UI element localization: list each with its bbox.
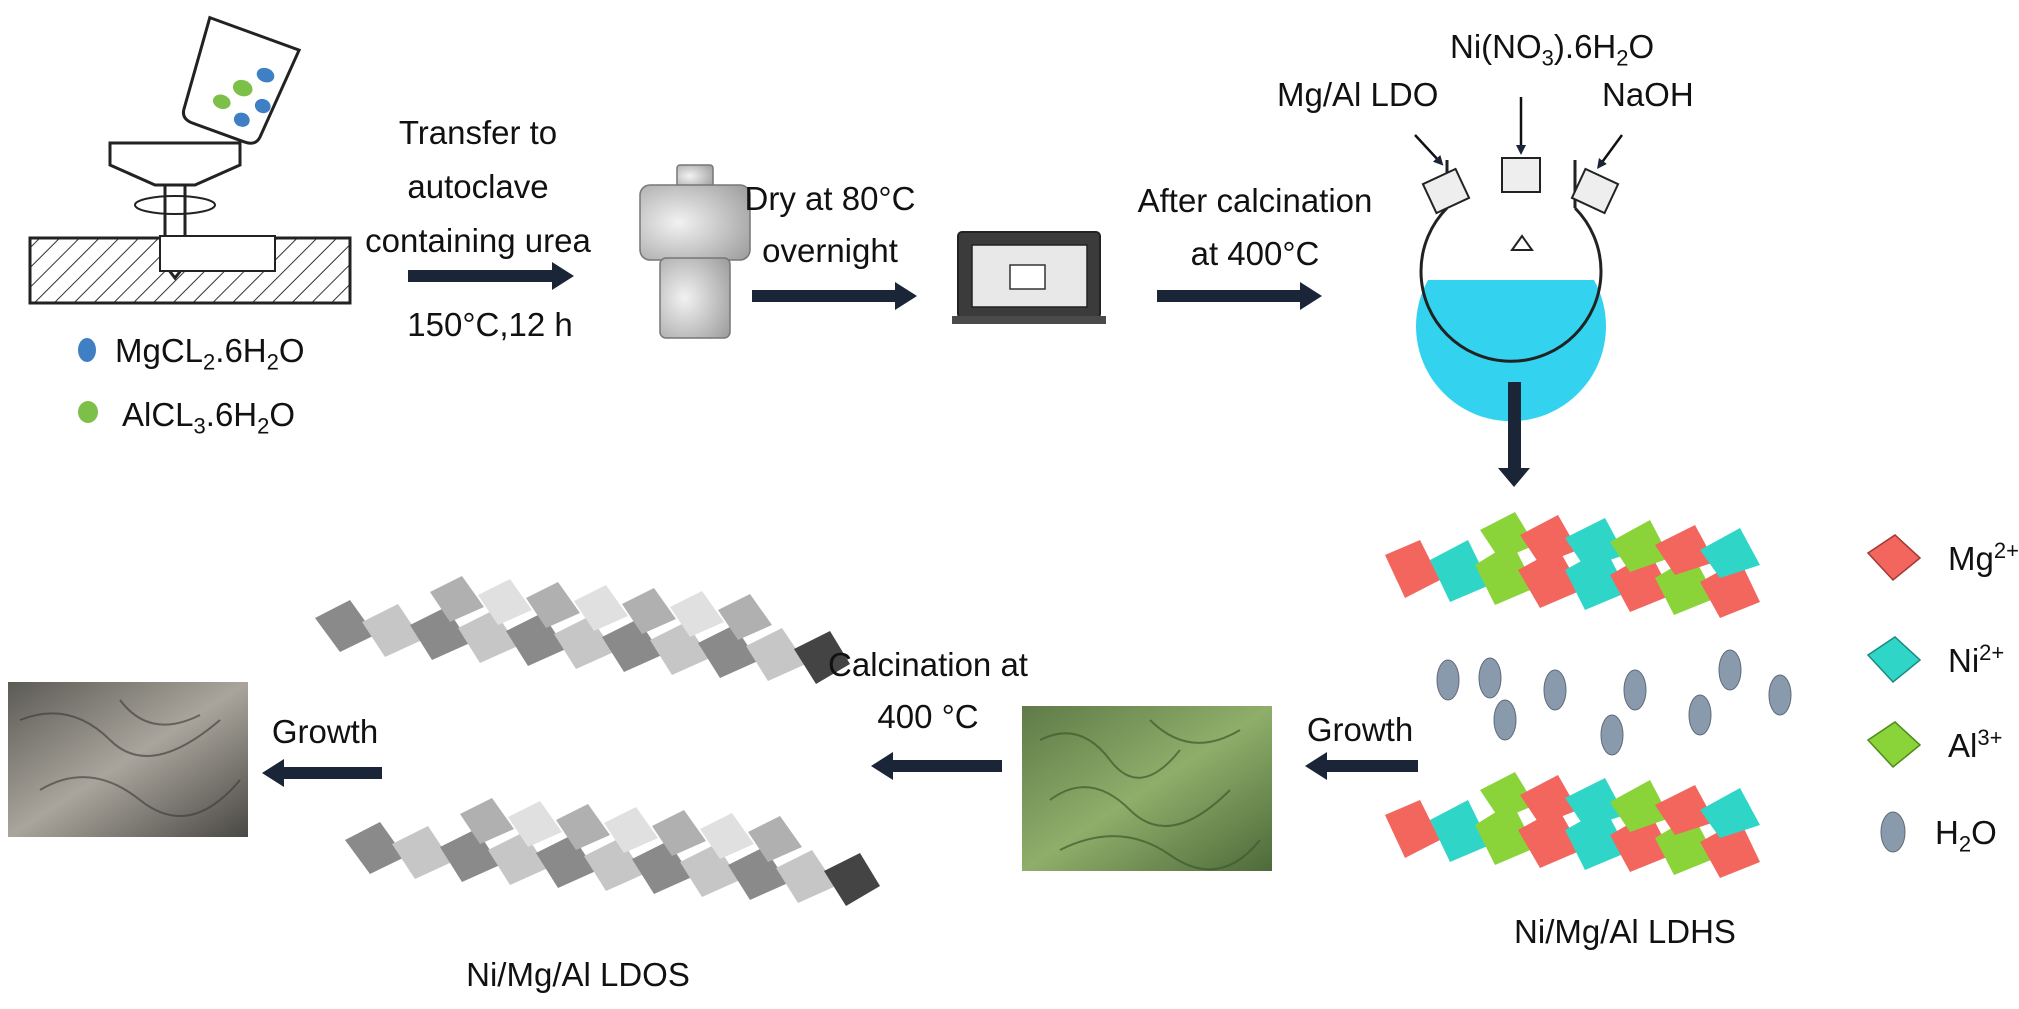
calc2-line-1: Calcination at: [828, 646, 1028, 683]
mg-dot-icon: [78, 338, 96, 362]
beaker-icon: [181, 15, 302, 145]
mg-legend-icon: [1866, 534, 1922, 582]
autoclave-icon: [639, 164, 751, 339]
calc1-line-1: After calcination: [1137, 182, 1373, 219]
al-dot-icon: [78, 401, 98, 423]
arrow-growth-left: [262, 759, 382, 787]
ldhs-label: Ni/Mg/Al LDHS: [1514, 913, 1736, 950]
ldo-input-label: Mg/Al LDO: [1277, 76, 1439, 113]
dry-line-2: overnight: [762, 232, 898, 269]
mg-reagent-label: MgCL2.6H2O: [115, 332, 305, 375]
growth-right-label: Growth: [1306, 711, 1414, 748]
three-neck-flask-icon: [1416, 157, 1620, 422]
transfer-line-2: autoclave: [407, 168, 549, 205]
calc2-line-2: 400 °C: [877, 698, 979, 735]
naoh-input-arrow: [1597, 134, 1624, 170]
arrow-down-to-ldhs: [1498, 382, 1530, 487]
ldos-label: Ni/Mg/Al LDOS: [466, 956, 690, 993]
dry-line-1: Dry at 80°C: [744, 180, 916, 217]
ldh-top-layer: [1385, 512, 1760, 618]
ni-legend-icon: [1866, 636, 1922, 684]
ldos-top-layer: [315, 576, 850, 684]
mill-icon: [28, 141, 352, 305]
transfer-line-1: Transfer to: [398, 114, 558, 151]
al-reagent-label: AlCL3.6H2O: [122, 396, 296, 439]
naoh-input-label: NaOH: [1602, 76, 1694, 113]
water-molecules: [1436, 649, 1792, 756]
transfer-condition: 150°C,12 h: [407, 306, 573, 343]
ni-ion-label: Ni2+: [1948, 640, 2005, 679]
al-ion-label: Al3+: [1948, 725, 2003, 764]
arrow-growth-right: [1305, 752, 1418, 780]
arrow-calcination: [871, 752, 1002, 780]
oven-icon: [952, 231, 1106, 324]
ldos-bottom-layer: [345, 798, 880, 906]
h2o-legend-icon: [1880, 811, 1906, 853]
mg-ion-label: Mg2+: [1948, 538, 2019, 577]
h2o-label: H2O: [1935, 814, 1997, 857]
arrow-to-oven: [752, 282, 917, 310]
growth-left-label: Growth: [271, 713, 379, 750]
ldo-input-arrow: [1414, 134, 1444, 166]
calc1-line-2: at 400°C: [1190, 235, 1320, 272]
ldh-bottom-layer: [1385, 772, 1760, 878]
transfer-line-3: containing urea: [365, 222, 591, 259]
sem-image-ldos: [8, 682, 248, 837]
arrow-to-autoclave: [408, 262, 574, 290]
al-legend-icon: [1866, 721, 1922, 769]
nitrate-input-label: Ni(NO3).6H2O: [1450, 28, 1655, 71]
arrow-to-flask: [1157, 282, 1322, 310]
sem-image-ldhs: [1022, 706, 1272, 871]
